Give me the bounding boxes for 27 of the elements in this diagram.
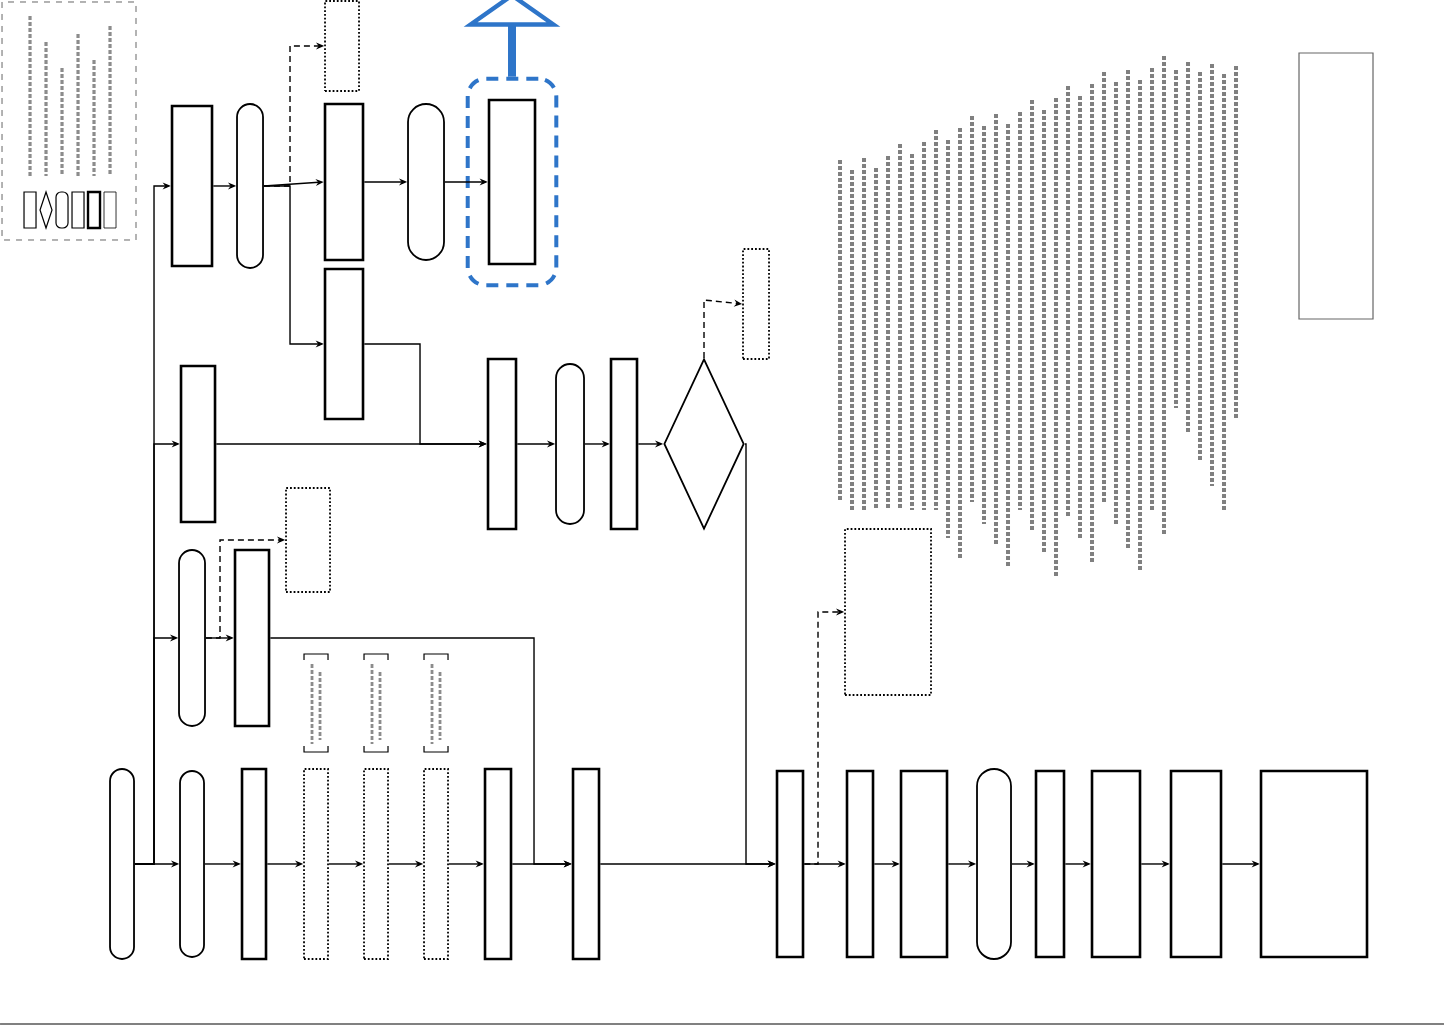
process-box — [775, 769, 805, 959]
process-box — [233, 548, 271, 728]
process-box — [1259, 769, 1369, 959]
note-box — [285, 487, 331, 593]
process-box — [1298, 52, 1374, 320]
process-box — [179, 364, 217, 524]
note-box — [742, 248, 770, 360]
note-box — [844, 528, 932, 696]
process-box — [1169, 769, 1223, 959]
process-box — [323, 102, 365, 262]
process-box — [487, 98, 537, 266]
process-box — [170, 104, 214, 268]
process-box — [571, 767, 601, 961]
process-box — [1090, 769, 1142, 959]
process-box — [609, 357, 639, 531]
process-box — [323, 267, 365, 421]
process-box — [486, 357, 518, 531]
process-box — [1034, 769, 1066, 959]
process-box — [240, 767, 268, 961]
note-box — [303, 768, 329, 960]
note-box — [363, 768, 389, 960]
process-box — [483, 767, 513, 961]
process-box — [845, 769, 875, 959]
note-box — [324, 0, 360, 92]
highlight-frame — [465, 76, 559, 288]
process-box — [899, 769, 949, 959]
note-box — [423, 768, 449, 960]
